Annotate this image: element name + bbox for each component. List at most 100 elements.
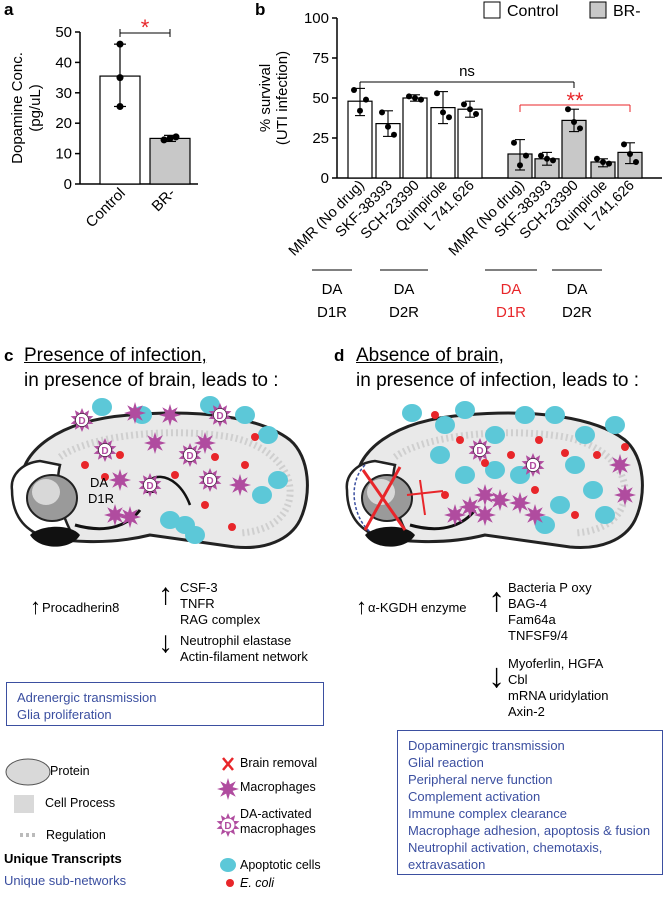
y-tick-label: 50 [312,90,329,107]
c-up-gene: CSF-3 [180,580,218,595]
d-network: Peripheral nerve function [408,772,553,787]
up-arrow-icon: ↑ [488,581,505,619]
d-glyph: D [476,446,483,457]
ecoli [116,451,124,459]
d-networks-box: Dopaminergic transmission Glial reaction… [397,730,663,875]
data-point [363,96,369,103]
macrophage [614,484,636,506]
apoptotic-cell [268,471,288,489]
macrophage [474,484,496,506]
panel-d-heading-line1: Absence of brain, [356,345,504,366]
y-tick-label: 30 [55,85,72,102]
macrophage [489,489,511,511]
da-macrophage-core [183,448,197,462]
da-macrophage-core [473,443,487,457]
y-tick-label: 50 [55,24,72,41]
legend: D [5,757,240,887]
data-point [523,152,529,159]
data-point [440,109,446,116]
y-axis-label: % survival [257,64,274,132]
y-tick-label: 10 [55,146,72,163]
data-point [385,123,391,130]
ecoli [228,523,236,531]
ecoli [441,491,449,499]
ecoli [241,461,249,469]
d-up-gene: Fam64a [508,612,556,627]
apoptotic-legend-icon [220,858,236,872]
apoptotic-cell [485,426,505,444]
brain-diagram-d: DD [345,401,644,550]
ecoli [507,451,515,459]
brain-removal-legend-icon [222,757,234,771]
data-point [621,141,627,148]
group-label: D1R [317,304,347,321]
d-up-gene: BAG-4 [508,596,548,611]
significance-star: ** [566,88,584,113]
data-point [600,159,606,165]
apoptotic-cell [605,416,625,434]
macrophage [474,504,496,526]
d-network: Macrophage adhesion, apoptosis & fusion [408,823,651,838]
group-label: D1R [496,304,526,321]
da-macrophage-legend-core [221,818,235,832]
d-down-gene: Cbl [508,672,528,687]
y-tick-label: 0 [321,170,329,187]
apoptotic-cell [565,456,585,474]
ecoli [561,449,569,457]
apoptotic-cell [92,398,112,416]
data-point [467,106,473,113]
d-glyph: D [186,451,193,462]
apoptotic-cell [435,416,455,434]
panel-c-heading-line1: Presence of infection, [24,345,207,366]
legend-unique-subnetworks: Unique sub-networks [4,873,127,888]
apoptotic-cell [545,406,565,424]
d-up-genes: Bacteria P oxy BAG-4 Fam64a TNFSF9/4 [508,580,592,644]
ecoli [431,411,439,419]
apoptotic-cell [583,481,603,499]
apoptotic-cell [510,466,530,484]
legend-regulation: Regulation [46,828,106,842]
legend-da-activated-1: DA-activated [240,807,312,821]
apoptotic-cell [455,401,475,419]
panel-label-d: d [334,346,345,365]
data-point [511,139,517,146]
legend-ecoli: E. coli [240,876,275,890]
data-point [633,159,639,165]
d-network: Glial reaction [408,755,484,770]
da-macrophage-core [143,478,157,492]
d-network: Dopaminergic transmission [408,738,565,753]
y-tick-label: 0 [64,176,72,193]
up-arrow-icon: ↑ [30,594,41,619]
d-network: Neutrophil activation, chemotaxis, extra… [408,840,603,872]
d-glyph: D [224,821,231,832]
data-point [473,111,479,117]
down-arrow-icon: ↓ [488,657,505,695]
ecoli [621,443,629,451]
macrophage [459,496,481,518]
up-arrow-icon: ↑ [158,578,173,611]
panel-d-heading-line2: in presence of infection, leads to : [356,370,640,391]
ecoli [101,473,109,481]
d-glyph: D [216,411,223,422]
d-glyph: D [78,416,85,427]
ecoli [593,451,601,459]
group-label: DA [501,281,522,298]
panel-label-a: a [4,0,14,19]
data-point [565,106,571,113]
apoptotic-cell [252,486,272,504]
up-arrow-icon: ↑ [356,594,367,619]
data-point [461,101,467,108]
ns-label: ns [459,63,475,80]
macrophage [609,454,631,476]
apoptotic-cell [485,461,505,479]
data-point [116,74,124,82]
data-point [606,160,612,167]
data-point [391,131,397,138]
ecoli [171,471,179,479]
macrophage [119,506,141,528]
legend-macrophages: Macrophages [240,780,316,794]
bar [402,97,428,179]
legend-unique-transcripts: Unique Transcripts [4,851,122,866]
